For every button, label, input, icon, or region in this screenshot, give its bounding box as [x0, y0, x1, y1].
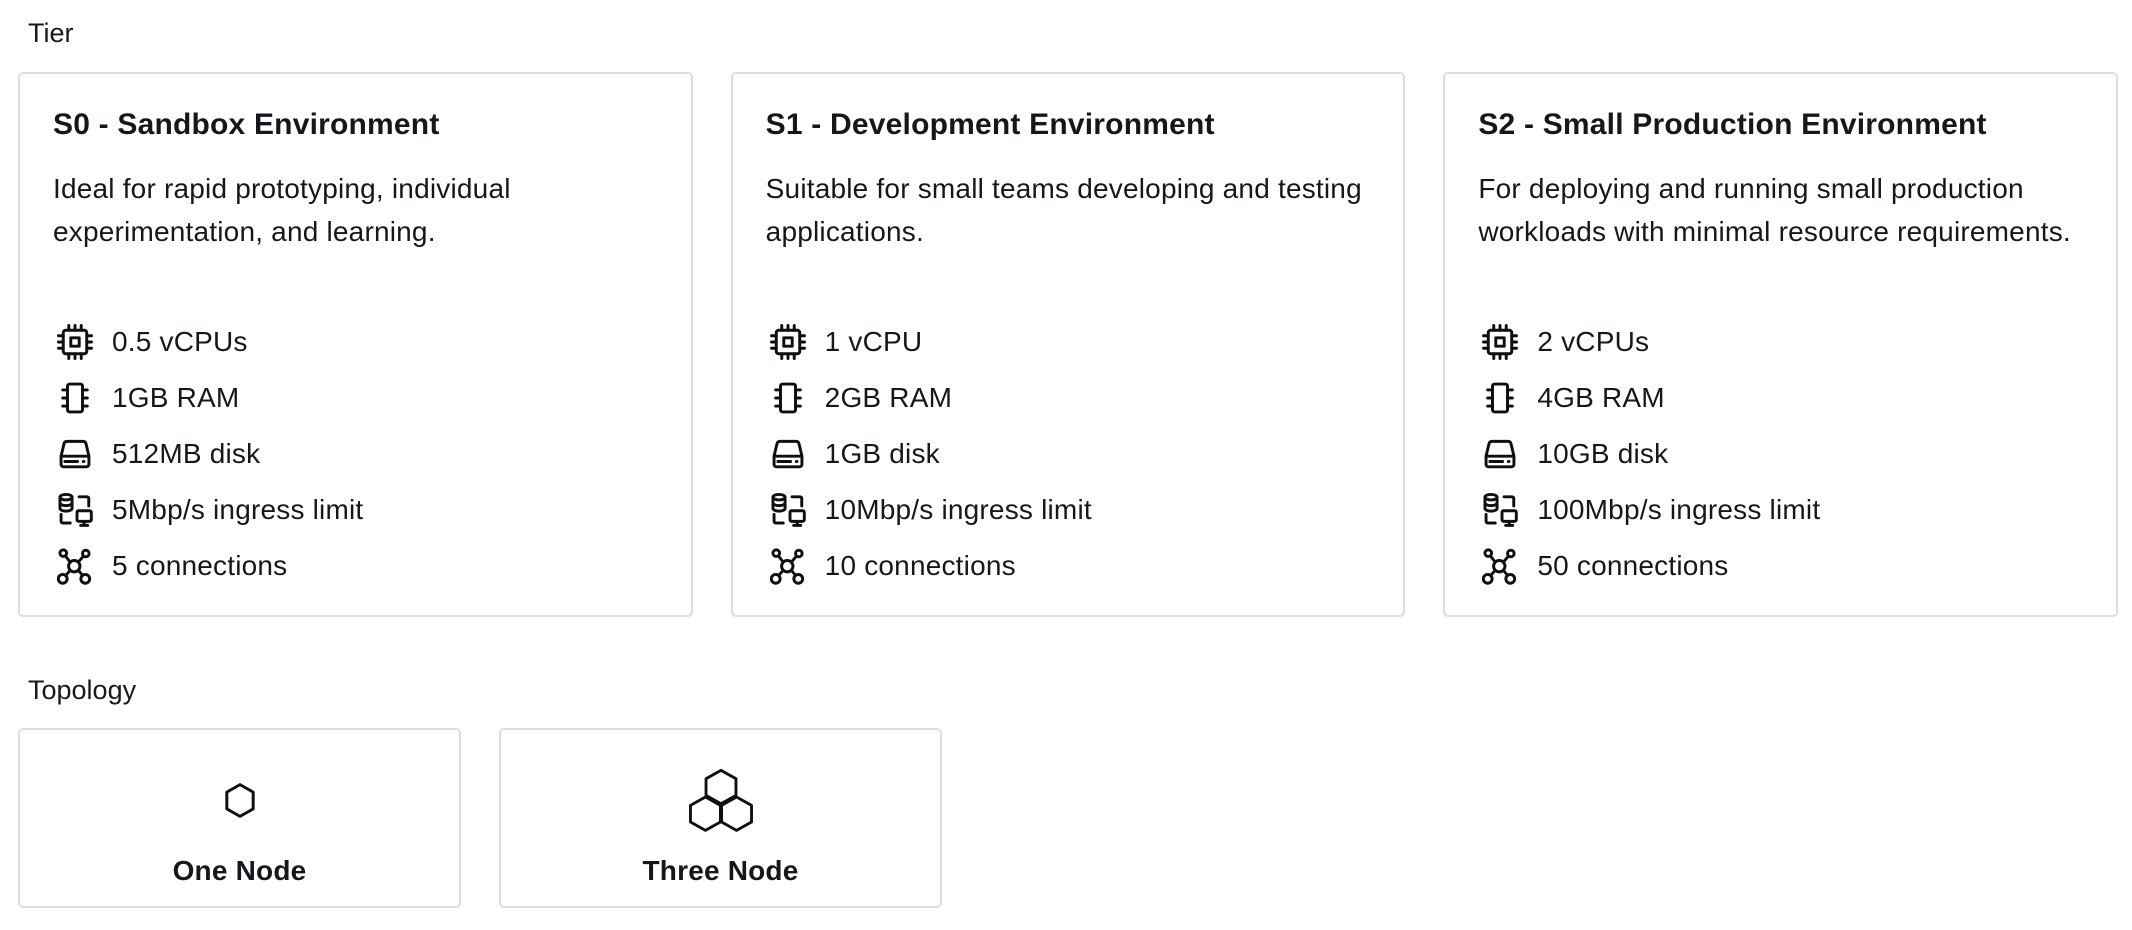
ingress-icon: [766, 488, 810, 532]
topology-card-row: One Node Three Node: [18, 728, 2118, 908]
tier-card-s1[interactable]: S1 - Development Environment Suitable fo…: [730, 72, 1406, 617]
ram-icon: [766, 376, 810, 420]
spec-label: 512MB disk: [112, 438, 261, 469]
topology-section-label: Topology: [28, 675, 137, 705]
tier-card-description: For deploying and running small producti…: [1478, 173, 2071, 247]
ingress-icon: [53, 488, 97, 532]
spec-row-ingress: 5Mbp/s ingress limit: [53, 488, 658, 532]
spec-row-disk: 10GB disk: [1478, 432, 2083, 476]
tier-card-title: S2 - Small Production Environment: [1478, 108, 1987, 141]
spec-label: 10 connections: [824, 550, 1016, 581]
cpu-chip-icon: [53, 320, 97, 364]
connections-icon: [766, 544, 810, 588]
spec-row-disk: 1GB disk: [766, 432, 1371, 476]
spec-label: 10Mbp/s ingress limit: [824, 494, 1092, 525]
spec-row-ram: 4GB RAM: [1478, 376, 2083, 420]
spec-label: 50 connections: [1537, 550, 1729, 581]
one-node-hexagon-icon: [223, 759, 257, 841]
spec-row-connections: 50 connections: [1478, 544, 2083, 588]
ingress-icon: [1478, 488, 1522, 532]
tier-spec-list: 0.5 vCPUs 1GB RAM 512MB disk: [53, 320, 658, 588]
cpu-chip-icon: [766, 320, 810, 364]
connections-icon: [1478, 544, 1522, 588]
spec-label: 1GB RAM: [112, 382, 240, 413]
three-node-hexagons-icon: [685, 759, 757, 841]
disk-icon: [53, 432, 97, 476]
connections-icon: [53, 544, 97, 588]
spec-label: 5Mbp/s ingress limit: [112, 494, 364, 525]
spec-label: 2GB RAM: [824, 382, 953, 413]
topology-card-three-node[interactable]: Three Node: [499, 728, 942, 908]
ram-icon: [53, 376, 97, 420]
spec-label: 5 connections: [112, 550, 288, 581]
tier-topology-form: Tier S0 - Sandbox Environment Ideal for …: [18, 18, 2119, 908]
spec-row-cpu: 1 vCPU: [766, 320, 1371, 364]
spec-label: 100Mbp/s ingress limit: [1537, 494, 1821, 525]
topology-card-label: One Node: [172, 855, 307, 886]
tier-card-title: S1 - Development Environment: [765, 108, 1215, 141]
spec-label: 10GB disk: [1537, 438, 1669, 469]
spec-row-ram: 2GB RAM: [766, 376, 1371, 420]
spec-row-ingress: 10Mbp/s ingress limit: [766, 488, 1371, 532]
disk-icon: [766, 432, 810, 476]
spec-row-cpu: 0.5 vCPUs: [53, 320, 658, 364]
ram-icon: [1478, 376, 1522, 420]
disk-icon: [1478, 432, 1522, 476]
spec-row-ingress: 100Mbp/s ingress limit: [1478, 488, 2083, 532]
spec-label: 1 vCPU: [824, 326, 923, 357]
cpu-chip-icon: [1478, 320, 1522, 364]
spec-label: 4GB RAM: [1537, 382, 1665, 413]
tier-spec-list: 1 vCPU 2GB RAM 1GB disk: [766, 320, 1371, 588]
topology-card-one-node[interactable]: One Node: [18, 728, 461, 908]
spec-row-connections: 5 connections: [53, 544, 658, 588]
tier-card-description: Ideal for rapid prototyping, individual …: [53, 173, 511, 247]
tier-card-description: Suitable for small teams developing and …: [765, 173, 1362, 247]
tier-card-s0[interactable]: S0 - Sandbox Environment Ideal for rapid…: [18, 72, 693, 617]
spec-row-connections: 10 connections: [766, 544, 1371, 588]
spec-row-ram: 1GB RAM: [53, 376, 658, 420]
spec-label: 2 vCPUs: [1537, 326, 1650, 357]
spec-row-cpu: 2 vCPUs: [1478, 320, 2083, 364]
spec-row-disk: 512MB disk: [53, 432, 658, 476]
tier-card-s2[interactable]: S2 - Small Production Environment For de…: [1443, 72, 2119, 617]
tier-card-row: S0 - Sandbox Environment Ideal for rapid…: [18, 72, 2119, 617]
tier-card-title: S0 - Sandbox Environment: [53, 108, 440, 141]
spec-label: 0.5 vCPUs: [112, 326, 248, 357]
tier-spec-list: 2 vCPUs 4GB RAM 10GB disk: [1478, 320, 2083, 588]
tier-section-label: Tier: [28, 18, 74, 48]
spec-label: 1GB disk: [824, 438, 940, 469]
topology-card-label: Three Node: [642, 855, 799, 886]
